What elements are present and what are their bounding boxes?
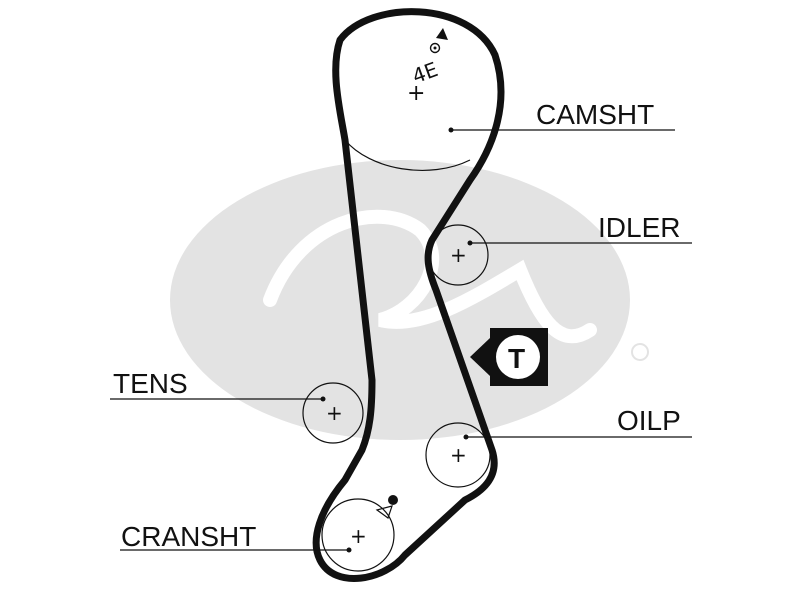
crankshaft-center-cross: + <box>350 524 367 548</box>
tension-badge-letter: T <box>508 343 525 374</box>
camshaft-pulley-arc <box>344 139 471 171</box>
oil-pump-label: OILP <box>617 405 681 436</box>
camshaft-pulley: + 4E CAMSHT <box>344 28 675 171</box>
camshaft-label: CAMSHT <box>536 99 654 130</box>
crankshaft-pulley-circle <box>321 498 395 572</box>
timing-belt <box>312 8 505 582</box>
camshaft-mark-arrow-icon <box>436 28 448 40</box>
crankshaft-label: CRANSHT <box>121 521 256 552</box>
idler-label: IDLER <box>598 212 680 243</box>
camshaft-mark-dot <box>433 46 437 50</box>
camshaft-center-cross: + <box>407 81 425 106</box>
oil-pump-center-cross: + <box>450 443 467 467</box>
watermark-script-mark <box>263 209 597 344</box>
crankshaft-timing-arrow-icon <box>375 505 393 519</box>
tensioner-label: TENS <box>113 368 188 399</box>
tension-side-badge: T <box>470 328 548 386</box>
tension-badge-pointer <box>470 338 490 376</box>
tensioner-center-cross: + <box>326 401 343 425</box>
watermark-ellipse <box>170 160 630 440</box>
oil-pump-pulley: + OILP <box>425 405 692 488</box>
registered-mark-icon <box>631 343 649 361</box>
idler-pulley-circle <box>427 224 489 286</box>
tension-badge-circle <box>496 335 540 379</box>
oil-pump-pulley-circle <box>425 422 491 488</box>
gates-logo-watermark <box>170 160 649 440</box>
camshaft-mark-ring <box>429 42 441 54</box>
crankshaft-pulley: + CRANSHT <box>120 495 398 572</box>
idler-pulley: + IDLER <box>427 212 692 286</box>
crankshaft-timing-dot <box>388 495 398 505</box>
tensioner-pulley: + TENS <box>110 368 364 444</box>
idler-center-cross: + <box>450 243 467 267</box>
camshaft-timing-mark <box>429 28 448 54</box>
tensioner-pulley-circle <box>302 382 364 444</box>
